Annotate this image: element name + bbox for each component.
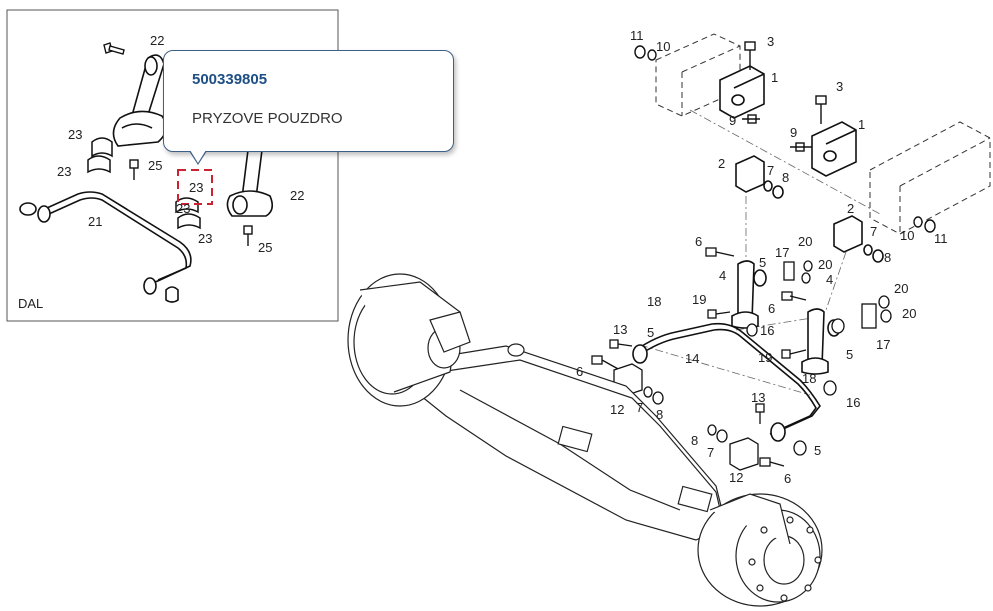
inset-bolt-25-right bbox=[243, 225, 253, 246]
front-axle bbox=[415, 343, 727, 541]
callout: 8 bbox=[656, 407, 663, 422]
callout: 25 bbox=[258, 240, 272, 255]
callout: 23 bbox=[198, 231, 212, 246]
callout: 10 bbox=[656, 39, 670, 54]
part-tooltip: 500339805 PRYZOVE POUZDRO bbox=[163, 50, 454, 165]
callout: 9 bbox=[790, 125, 797, 140]
callout: 22 bbox=[290, 188, 304, 203]
main-callouts: 11 10 3 1 9 3 1 9 2 7 8 2 7 8 10 11 6 17… bbox=[576, 28, 948, 486]
highlight-box[interactable] bbox=[177, 169, 213, 205]
callout: 6 bbox=[784, 471, 791, 486]
callout: 23 bbox=[57, 164, 71, 179]
callout: 8 bbox=[782, 170, 789, 185]
callout: 23 bbox=[176, 201, 190, 216]
callout: 14 bbox=[685, 351, 699, 366]
bolt-3-upper bbox=[744, 41, 756, 70]
bracket-2-left bbox=[735, 155, 784, 199]
callout: 23 bbox=[68, 127, 82, 142]
callout: 6 bbox=[576, 364, 583, 379]
callout: 4 bbox=[826, 272, 833, 287]
inset-bush-left bbox=[87, 137, 113, 174]
main-assembly: 11 10 3 1 9 3 1 9 2 7 8 2 7 8 10 11 6 17… bbox=[347, 28, 991, 607]
callout: 6 bbox=[768, 301, 775, 316]
inset-bolt-25-left bbox=[129, 159, 139, 180]
callout: 2 bbox=[718, 156, 725, 171]
bolt-3-right bbox=[815, 95, 827, 124]
callout: 5 bbox=[759, 255, 766, 270]
callout: 11 bbox=[630, 28, 644, 43]
hardware-pieces bbox=[591, 247, 892, 471]
callout: 1 bbox=[771, 70, 778, 85]
callout: 7 bbox=[636, 400, 643, 415]
inset-callouts: 22 23 23 25 21 23 23 22 25 23 bbox=[57, 33, 304, 255]
nuts-10-11-upper bbox=[634, 45, 657, 61]
callout: 20 bbox=[894, 281, 908, 296]
bolt-9-right bbox=[790, 142, 812, 152]
callout: 23 bbox=[189, 180, 203, 195]
inset-label: DAL bbox=[18, 296, 43, 311]
callout: 11 bbox=[934, 231, 948, 246]
callout: 25 bbox=[148, 158, 162, 173]
bracket-2-right bbox=[833, 215, 884, 263]
hub-left bbox=[347, 273, 471, 407]
bracket-1-upper bbox=[719, 65, 765, 119]
callout: 17 bbox=[876, 337, 890, 352]
callout: 19 bbox=[758, 350, 772, 365]
callout: 9 bbox=[729, 113, 736, 128]
hub-right bbox=[697, 493, 823, 607]
callout: 18 bbox=[802, 371, 816, 386]
bracket-1-right bbox=[811, 121, 857, 177]
callout: 5 bbox=[647, 325, 654, 340]
callout: 8 bbox=[884, 250, 891, 265]
callout: 13 bbox=[751, 390, 765, 405]
callout: 12 bbox=[729, 470, 743, 485]
bolt-9-upper bbox=[742, 114, 760, 124]
leader-lines bbox=[639, 109, 881, 396]
callout: 3 bbox=[767, 34, 774, 49]
tooltip-pointer-inner bbox=[190, 150, 206, 163]
frame-rail-upper bbox=[655, 33, 741, 117]
callout: 20 bbox=[798, 234, 812, 249]
callout: 7 bbox=[870, 224, 877, 239]
callout: 17 bbox=[775, 245, 789, 260]
stabilizer-bar bbox=[632, 322, 821, 442]
link-arm-right bbox=[801, 308, 841, 375]
callout: 10 bbox=[900, 228, 914, 243]
callout: 7 bbox=[707, 445, 714, 460]
callout: 16 bbox=[760, 323, 774, 338]
callout: 5 bbox=[846, 347, 853, 362]
callout: 22 bbox=[150, 33, 164, 48]
nuts-10-11-right bbox=[913, 216, 936, 233]
callout: 5 bbox=[814, 443, 821, 458]
callout: 12 bbox=[610, 402, 624, 417]
callout: 16 bbox=[846, 395, 860, 410]
callout: 20 bbox=[902, 306, 916, 321]
callout: 13 bbox=[613, 322, 627, 337]
callout: 1 bbox=[858, 117, 865, 132]
part-number[interactable]: 500339805 bbox=[192, 71, 268, 88]
callout: 3 bbox=[836, 79, 843, 94]
callout: 19 bbox=[692, 292, 706, 307]
inset-link-rod-lower bbox=[226, 149, 274, 217]
callout: 8 bbox=[691, 433, 698, 448]
callout: 18 bbox=[647, 294, 661, 309]
link-arm-left bbox=[731, 260, 767, 329]
frame-rail-right bbox=[869, 121, 991, 235]
inset-bolt-top bbox=[103, 42, 125, 55]
callout: 21 bbox=[88, 214, 102, 229]
callout: 7 bbox=[767, 163, 774, 178]
callout: 2 bbox=[847, 201, 854, 216]
part-description: PRYZOVE POUZDRO bbox=[192, 110, 343, 127]
callout: 20 bbox=[818, 257, 832, 272]
inset-link-rod-upper bbox=[112, 54, 167, 147]
callout: 6 bbox=[695, 234, 702, 249]
callout: 4 bbox=[719, 268, 726, 283]
inset-stabilizer-bar bbox=[19, 191, 192, 303]
